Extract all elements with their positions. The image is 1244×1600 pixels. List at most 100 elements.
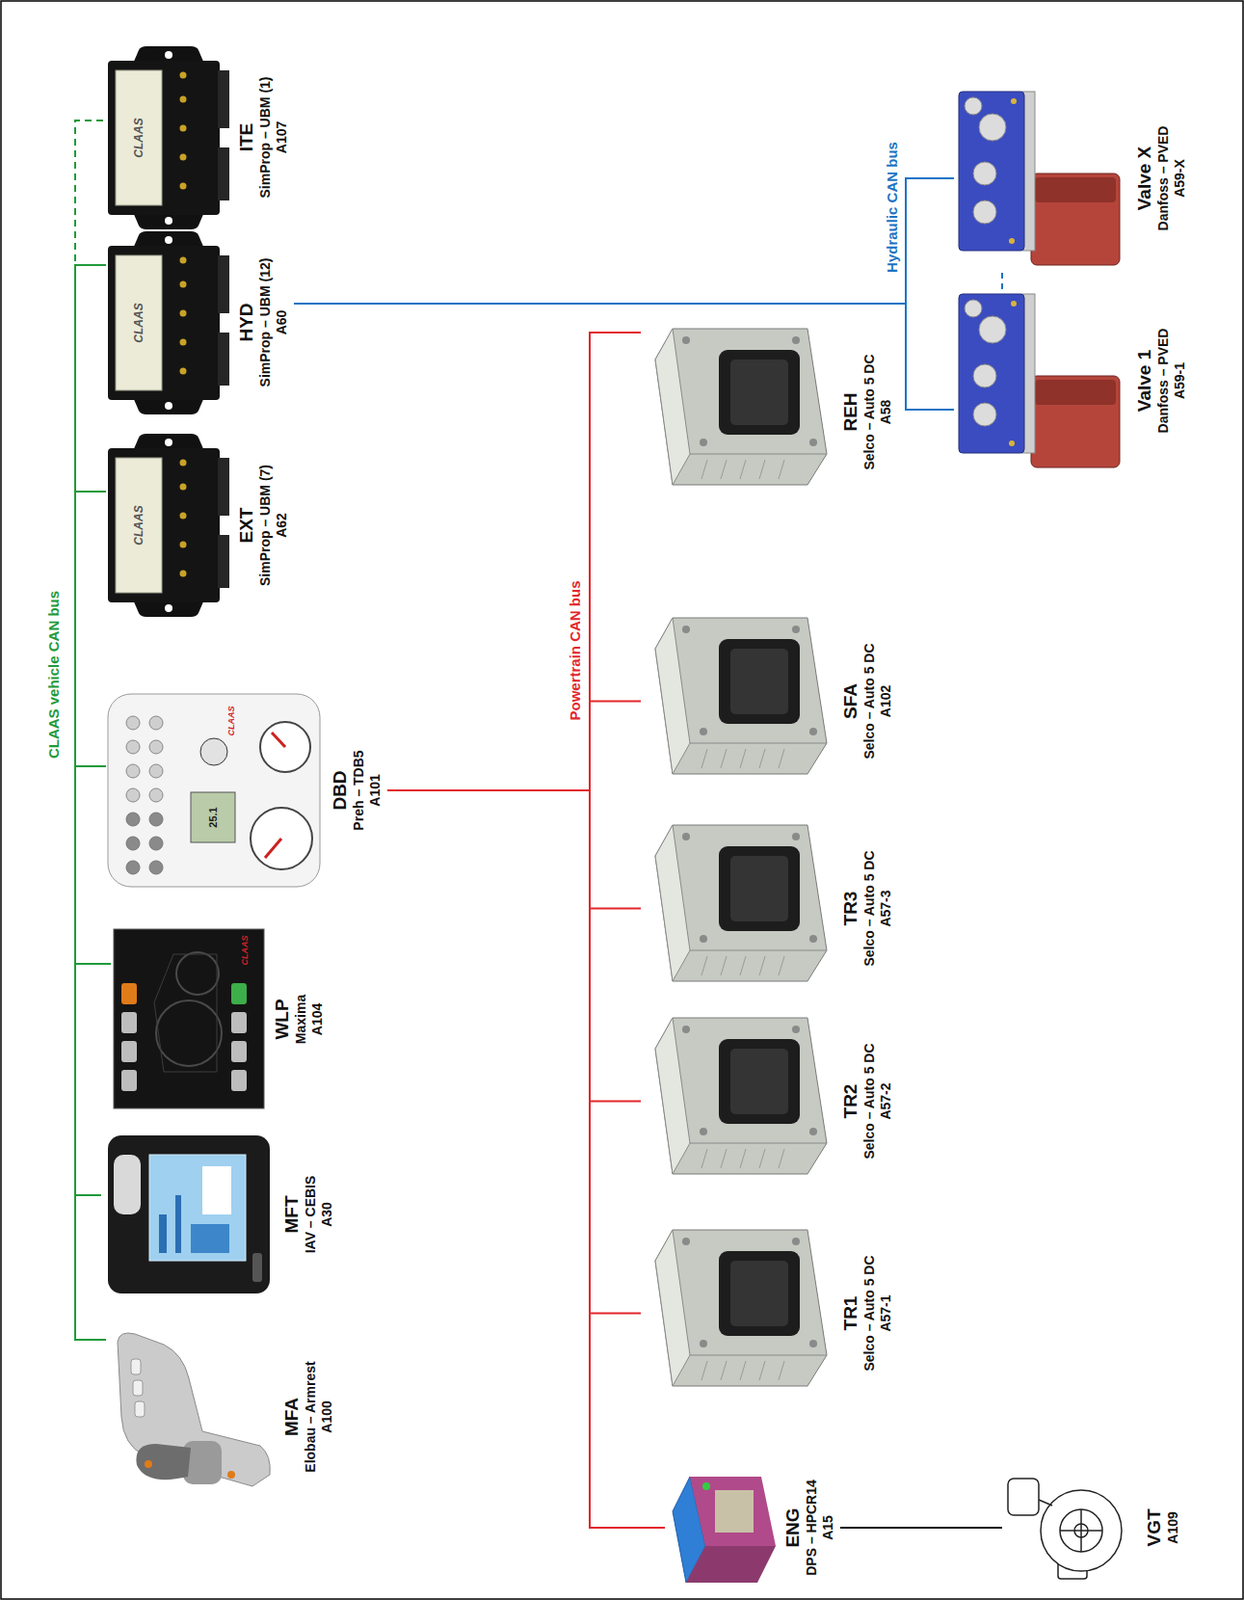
part-number: A15: [820, 1514, 837, 1540]
dash-button: [126, 860, 140, 874]
dash-button: [126, 715, 140, 730]
can-bus-line: [387, 790, 641, 909]
dashboard-illustration: [107, 693, 320, 887]
terminal-screen: [149, 1154, 246, 1261]
device-type: Selco – Auto 5 DC: [861, 353, 878, 470]
brand-logo: CLAAS: [226, 706, 237, 737]
engine-ecu-illustration: [672, 1476, 776, 1583]
device-code: WLP: [270, 998, 293, 1039]
device-type: Selco – Auto 5 DC: [861, 1042, 878, 1159]
dash-button: [149, 715, 163, 730]
part-number: A57-2: [877, 1082, 895, 1119]
gauge-needle: [271, 732, 286, 747]
part-number: A104: [309, 1003, 326, 1035]
can-bus-line: [75, 1194, 106, 1340]
ecu-side: [686, 1545, 776, 1583]
terminal-key: [252, 1252, 263, 1282]
device-type: SimProp – UBM (1): [257, 77, 274, 199]
valve-illustration: [958, 91, 1120, 265]
valve-unit: Valve XDanfoss – PVEDA59-X: [953, 86, 1192, 270]
device-type: DPS – HPCR14: [803, 1479, 821, 1576]
dash-button: [149, 740, 163, 754]
engine-ecu-unit: ENGDPS – HPCR14A15: [664, 1464, 841, 1590]
turbo-blades: [1059, 1508, 1103, 1552]
panel-button: [121, 1011, 137, 1033]
terminal-housing: [107, 1135, 270, 1294]
tractor-wheel: [156, 1000, 222, 1066]
display-reading: 25.1: [207, 806, 219, 827]
device-code: DBD: [328, 769, 351, 810]
vgt-actuator: [1007, 1478, 1039, 1515]
ecu-module: [655, 617, 827, 774]
panel-button: [231, 1011, 247, 1033]
can-bus-line: [293, 178, 954, 304]
can-bus-line: [840, 1526, 1003, 1529]
panel-button: [231, 1069, 247, 1091]
device-code: Valve X: [1133, 146, 1156, 212]
device-type: Danfoss – PVED: [1155, 328, 1172, 434]
armrest-unit: MFAElobau – ArmrestA100: [105, 1329, 340, 1504]
part-number: A57-3: [877, 889, 895, 927]
ecu-unit: TR1Selco – Auto 5 DCA57-1: [640, 1218, 899, 1407]
device-code: HYD: [235, 302, 258, 342]
can-bus-line: [387, 790, 641, 1314]
can-bus-line: [387, 790, 641, 1102]
panel-button: [121, 1040, 137, 1062]
device-code: TR1: [839, 1296, 862, 1331]
can-bus-line: [75, 264, 106, 492]
part-number: A59-1: [1171, 362, 1189, 399]
warning-lamp: [200, 738, 228, 766]
armrest-illustration: [117, 1332, 270, 1486]
armrest-body: [117, 1332, 270, 1486]
part-number: A57-1: [877, 1294, 895, 1331]
ecu-front: [689, 1476, 776, 1546]
can-bus-line: [75, 766, 111, 964]
terminal-unit: MFTIAV – CEBISA30: [101, 1127, 340, 1301]
screen-bar: [158, 1214, 167, 1253]
device-type: IAV – CEBIS: [302, 1175, 319, 1254]
dash-button: [149, 788, 163, 802]
panel-button: [231, 1040, 247, 1062]
joystick-button: [227, 1470, 236, 1479]
device-type: Selco – Auto 5 DC: [861, 642, 878, 759]
device-type: Danfoss – PVED: [1155, 126, 1172, 232]
ecu-module: [655, 328, 827, 485]
gauge-needle: [264, 838, 282, 858]
bus-label: Hydraulic CAN bus: [883, 138, 901, 276]
device-type: Selco – Auto 5 DC: [861, 1254, 878, 1371]
can-bus-line: [75, 963, 111, 1195]
part-number: A62: [273, 512, 291, 538]
panel-button: [121, 1069, 137, 1091]
panel-button: [121, 982, 137, 1005]
part-number: A100: [318, 1400, 336, 1432]
can-bus-line: [75, 491, 106, 767]
tractor-outline: [154, 953, 217, 1072]
can-bus-line: [75, 120, 106, 265]
part-number: A59-X: [1171, 158, 1189, 198]
valve-illustration: [958, 293, 1120, 468]
turbo-wheel: [1059, 1508, 1103, 1552]
device-type: SimProp – UBM (12): [257, 258, 274, 388]
dash-button: [126, 836, 140, 850]
brand-logo: CLAAS: [239, 935, 250, 966]
ecu-module: [655, 1017, 827, 1174]
ecu-plate: [714, 1489, 754, 1533]
dash-button: [149, 764, 163, 778]
device-type: Maxima: [292, 994, 310, 1044]
part-number: A30: [318, 1201, 336, 1227]
can-bus-line: [387, 790, 665, 1528]
ubm-module: [107, 433, 230, 617]
device-code: ITE: [235, 123, 258, 153]
switch-panel-unit: WLPMaximaA104: [110, 925, 330, 1113]
can-bus-line: [387, 701, 641, 792]
screen-bar: [190, 1223, 230, 1253]
dash-button: [149, 860, 163, 874]
armrest-button: [134, 1401, 145, 1417]
device-code: TR3: [839, 891, 862, 927]
ubm-module: [107, 46, 230, 230]
ecu-module: [655, 824, 827, 981]
ecu-unit: REHSelco – Auto 5 DCA58: [640, 317, 899, 506]
gauge: [250, 807, 313, 870]
